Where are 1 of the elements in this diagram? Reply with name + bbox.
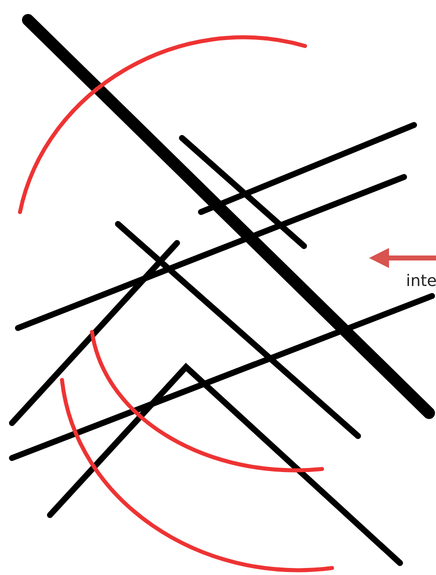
label-text: inte (406, 272, 436, 290)
